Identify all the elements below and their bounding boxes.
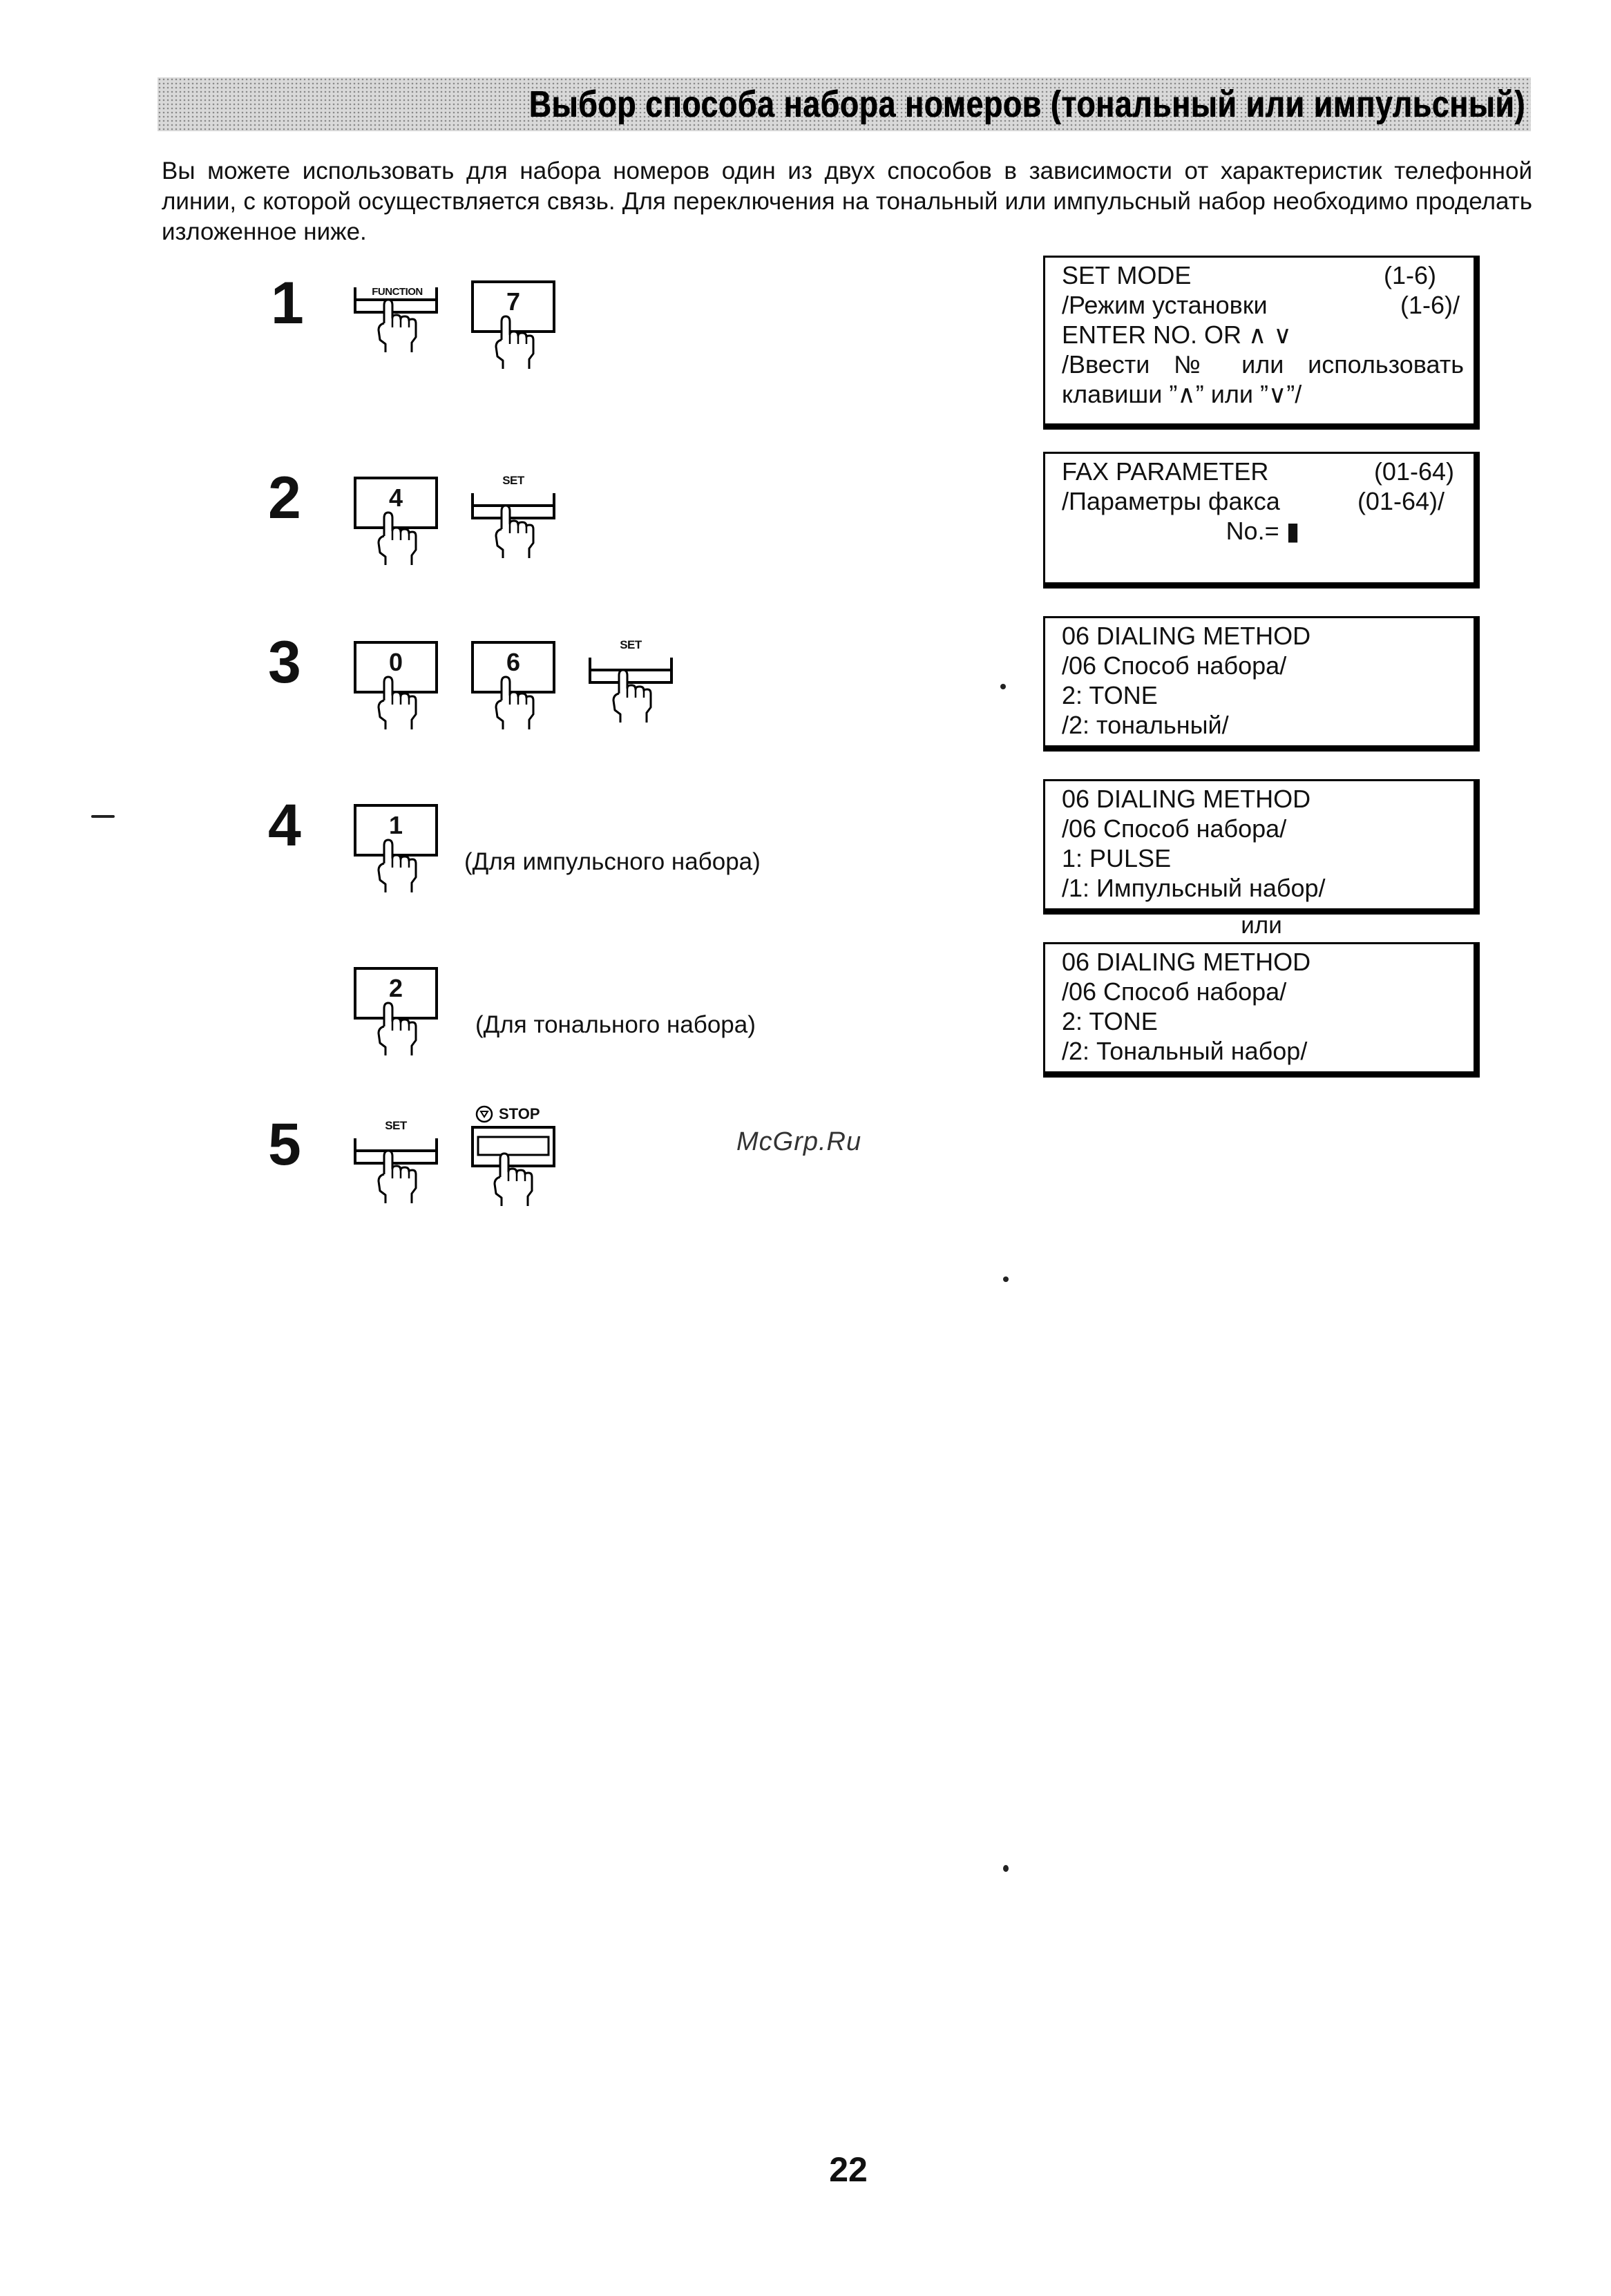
set-key-label: SET — [620, 638, 642, 651]
hand-press-icon — [354, 477, 438, 565]
digit-1-label: 1 — [388, 811, 403, 839]
stop-icon — [475, 1105, 493, 1123]
lcd-dialing-pulse: 06 DIALING METHOD /06 Способ набора/ 1: … — [1043, 779, 1480, 915]
title-bar: Выбор способа набора номеров (тональный … — [158, 77, 1531, 131]
hand-press-icon — [589, 658, 673, 723]
digit-7-label: 7 — [506, 287, 521, 316]
digit-0-key[interactable]: 0 — [354, 641, 444, 738]
hand-press-icon — [471, 493, 555, 558]
digit-6-label: 6 — [506, 648, 521, 676]
digit-4-label: 4 — [388, 484, 403, 512]
step-number-3: 3 — [268, 629, 301, 696]
page-title: Выбор способа набора номеров (тональный … — [528, 84, 1525, 125]
stop-key[interactable]: STOP — [471, 1105, 561, 1216]
watermark: McGrp.Ru — [736, 1127, 862, 1156]
lcd-set-mode: SET MODE(1-6) /Режим установки(1-6)/ ENT… — [1043, 256, 1480, 430]
intro-paragraph: Вы можете использовать для набора номеро… — [162, 157, 1532, 245]
step-number-2: 2 — [268, 465, 301, 531]
scan-speck — [1003, 1865, 1009, 1872]
or-label: или — [1241, 912, 1282, 939]
hand-press-icon — [354, 641, 438, 729]
digit-1-key[interactable]: 1 — [354, 804, 444, 901]
tone-note: (Для тонального набора) — [475, 1011, 756, 1038]
step-number-4: 4 — [268, 792, 301, 859]
digit-2-label: 2 — [388, 974, 403, 1002]
lcd-dialing-default: 06 DIALING METHOD /06 Способ набора/ 2: … — [1043, 616, 1480, 752]
step-number-5: 5 — [268, 1111, 301, 1178]
set-key[interactable]: SET — [354, 1119, 444, 1218]
scan-speck — [91, 815, 115, 818]
digit-2-key[interactable]: 2 — [354, 967, 444, 1064]
digit-4-key[interactable]: 4 — [354, 477, 444, 573]
hand-press-icon — [471, 280, 555, 369]
function-key-label: FUNCTION — [372, 286, 423, 298]
hand-press-icon — [354, 1138, 438, 1203]
pulse-note: (Для импульсного набора) — [464, 848, 761, 875]
set-key[interactable]: SET — [471, 474, 561, 573]
hand-press-icon — [354, 287, 438, 352]
digit-6-key[interactable]: 6 — [471, 641, 561, 738]
scan-speck — [1000, 684, 1006, 689]
page-number: 22 — [829, 2150, 868, 2189]
lcd-fax-parameter: FAX PARAMETER(01-64) /Параметры факса(01… — [1043, 452, 1480, 589]
set-key[interactable]: SET — [589, 638, 678, 738]
digit-7-key[interactable]: 7 — [471, 280, 561, 377]
scan-speck — [1003, 1276, 1009, 1282]
function-key[interactable]: FUNCTION — [354, 285, 444, 381]
lcd-dialing-tone: 06 DIALING METHOD /06 Способ набора/ 2: … — [1043, 942, 1480, 1078]
digit-0-label: 0 — [388, 648, 403, 676]
set-key-label: SET — [385, 1119, 407, 1132]
stop-key-label: STOP — [499, 1105, 540, 1122]
hand-press-icon — [471, 641, 555, 729]
hand-press-icon — [471, 1126, 555, 1206]
step-number-1: 1 — [271, 270, 304, 336]
hand-press-icon — [354, 967, 438, 1055]
hand-press-icon — [354, 804, 438, 892]
set-key-label: SET — [502, 474, 524, 487]
